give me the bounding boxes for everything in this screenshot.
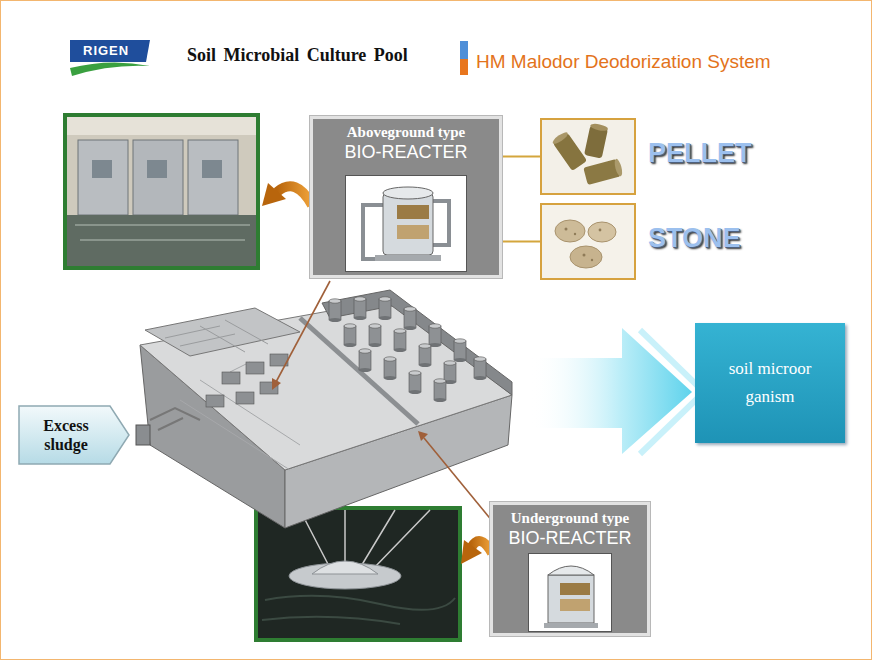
page-title: Soil Microbial Culture Pool — [187, 45, 408, 66]
pool-building — [246, 362, 264, 374]
input-label: Excess sludge — [31, 416, 101, 454]
pool-building — [409, 371, 421, 394]
pool-building — [329, 299, 341, 322]
picture — [541, 204, 635, 279]
reactor-name: BIO-REACTER — [344, 141, 467, 163]
leader-line — [272, 378, 281, 390]
output-label: soil microor ganism — [711, 355, 829, 411]
room-photo — [65, 115, 258, 268]
picture — [541, 119, 635, 194]
connector-line — [502, 156, 540, 158]
pool-building — [180, 362, 300, 470]
pool-building — [222, 372, 240, 384]
picture — [346, 176, 467, 272]
pool-building — [429, 324, 441, 347]
room-photo — [75, 225, 250, 240]
pool-building — [369, 324, 381, 347]
pool-building — [206, 395, 224, 407]
pool-building — [329, 297, 486, 402]
logo — [460, 59, 468, 75]
system-name: HM Malodor Deodorization System — [476, 51, 771, 73]
pool-building — [236, 392, 254, 404]
pool-building — [165, 320, 268, 352]
pool-building — [136, 425, 150, 445]
pool-building — [474, 357, 486, 380]
logo — [460, 41, 468, 59]
reactor-picture — [528, 553, 612, 632]
reactor-type: Underground type — [511, 509, 630, 527]
pointer-arrow — [277, 186, 312, 205]
media-photo: PELLET — [540, 118, 636, 195]
pool-building — [344, 324, 356, 347]
output-arrow — [530, 328, 704, 454]
picture — [529, 554, 612, 632]
pool-building — [322, 290, 512, 395]
reactor-panel: Aboveground typeBIO-REACTER — [310, 116, 502, 278]
reactor-name: BIO-REACTER — [508, 527, 631, 549]
pointer-arrow — [262, 183, 286, 206]
pool-building — [379, 297, 391, 320]
tank-photo — [312, 561, 378, 574]
pool-building — [300, 318, 418, 424]
media-label: PELLET — [648, 138, 752, 169]
arrow-outline — [19, 406, 129, 464]
reactor-picture — [540, 118, 636, 195]
pool-building — [454, 339, 466, 362]
tank-photo — [300, 510, 430, 570]
pool-building — [150, 408, 200, 430]
pool-building — [136, 290, 512, 528]
pool-building — [434, 379, 446, 402]
logo-text: RIGEN — [83, 43, 129, 58]
room-photo — [92, 160, 112, 178]
pool-building — [140, 300, 512, 470]
pool-building — [419, 344, 431, 367]
reactor-picture — [540, 203, 636, 280]
tank-photo — [262, 596, 455, 624]
pool-building — [206, 354, 288, 407]
pool-building — [359, 349, 371, 372]
pool-building — [394, 329, 406, 352]
output-box: soil microor ganism — [695, 323, 845, 443]
reactor-panel: Underground typeBIO-REACTER — [490, 502, 650, 636]
leader-line — [424, 438, 493, 522]
media-label: STONE — [648, 223, 741, 254]
pool-building — [145, 308, 300, 356]
output-arrow — [530, 328, 692, 454]
room-photo — [188, 140, 238, 215]
pool-building — [384, 357, 396, 380]
logo — [70, 62, 150, 76]
connector-line — [502, 241, 540, 243]
room-photo — [67, 117, 256, 135]
room-photo — [67, 215, 256, 266]
input-arrow: Excess sludge — [18, 405, 130, 465]
pool-building — [404, 307, 416, 330]
leader-line — [272, 281, 493, 522]
media-photo: STONE — [540, 203, 636, 280]
room-photo — [65, 115, 258, 268]
logo — [70, 40, 150, 62]
pointer-arrow — [461, 540, 482, 564]
arrow-outline — [18, 405, 130, 465]
logo — [70, 40, 468, 76]
leader-line — [418, 431, 428, 441]
leader-line — [276, 281, 330, 382]
pool-building — [354, 297, 366, 320]
room-photo — [78, 140, 128, 215]
reactor-type: Aboveground type — [347, 123, 466, 141]
room-photo — [202, 160, 222, 178]
room-photo — [147, 160, 167, 178]
reactor-picture — [345, 175, 467, 272]
room-photo — [133, 140, 183, 215]
